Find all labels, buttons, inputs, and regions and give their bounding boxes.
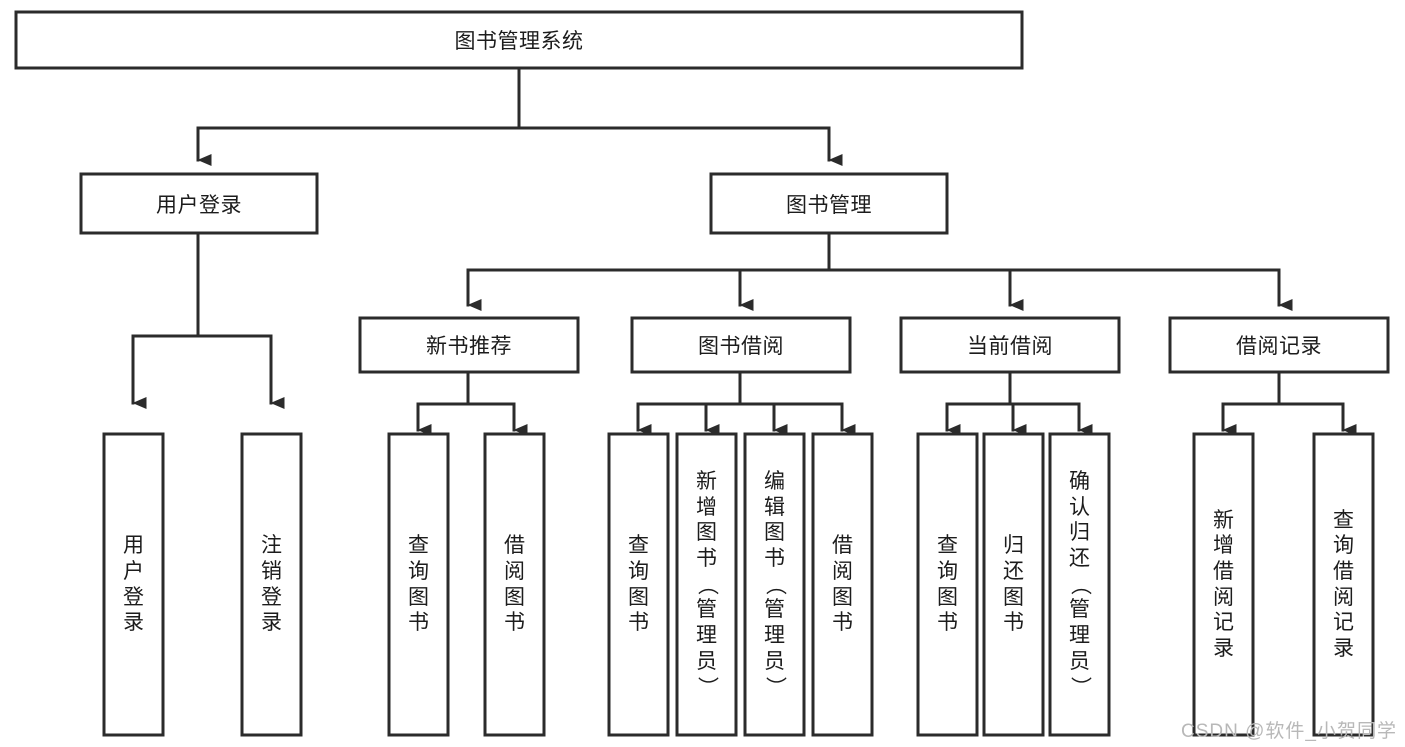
leaf-box-logout[interactable]	[240, 432, 303, 737]
node-root-system[interactable]	[14, 10, 1024, 70]
leaf-box-confirm-return-cb[interactable]	[1048, 432, 1111, 737]
node-borrow-record[interactable]	[1168, 316, 1390, 374]
node-current-borrow[interactable]	[899, 316, 1121, 374]
leaf-box-return-book-cb[interactable]	[982, 432, 1045, 737]
node-user-login[interactable]	[79, 172, 319, 235]
leaf-box-user-login[interactable]	[102, 432, 165, 737]
leaf-box-add-record-br[interactable]	[1192, 432, 1255, 737]
leaf-box-query-record-br[interactable]	[1312, 432, 1375, 737]
leaf-box-borrow-book-bb[interactable]	[811, 432, 874, 737]
leaf-box-borrow-book-nbr[interactable]	[483, 432, 546, 737]
leaf-box-query-book-nbr[interactable]	[387, 432, 450, 737]
node-new-book-recommend[interactable]	[358, 316, 580, 374]
leaf-box-query-book-cb[interactable]	[916, 432, 979, 737]
node-book-borrow[interactable]	[630, 316, 852, 374]
node-book-manage[interactable]	[709, 172, 949, 235]
leaf-box-query-book-bb[interactable]	[607, 432, 670, 737]
leaf-box-edit-book-bb[interactable]	[743, 432, 806, 737]
leaf-box-add-book-bb[interactable]	[675, 432, 738, 737]
watermark-text: CSDN @软件_小贺同学	[1181, 721, 1397, 742]
